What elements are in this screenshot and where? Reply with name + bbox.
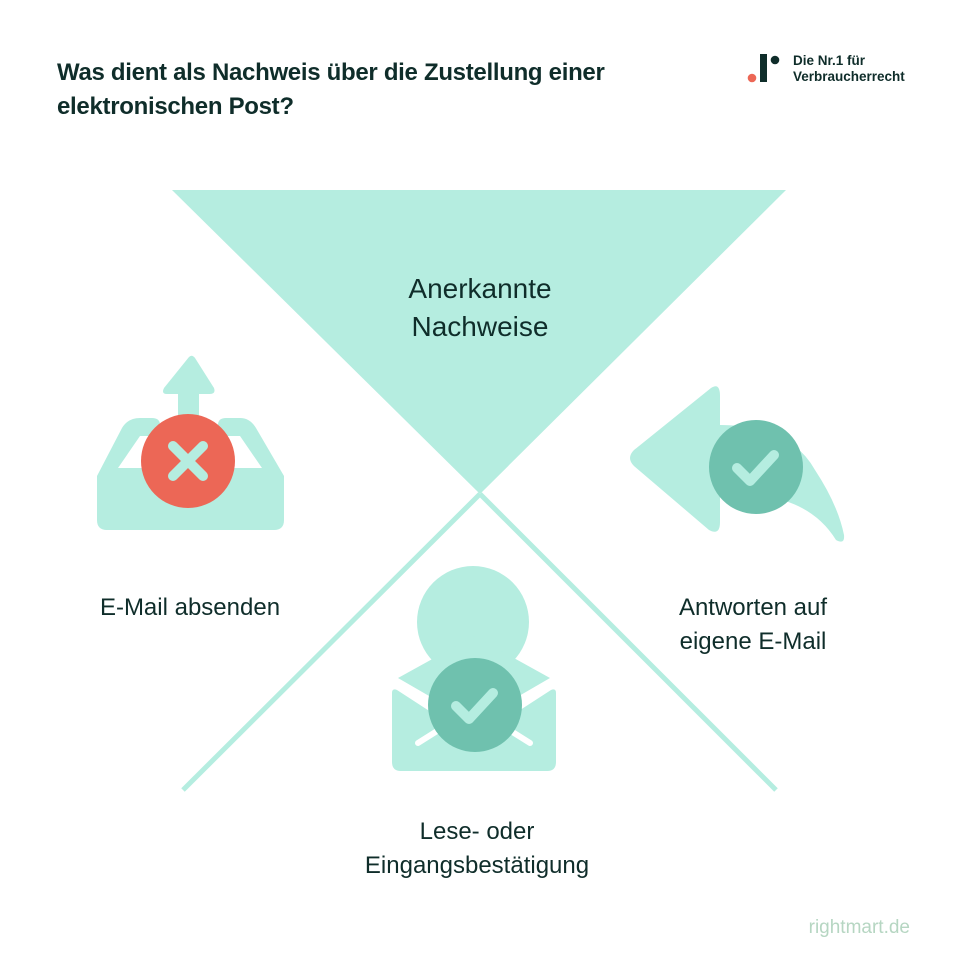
label-reply-own-email: Antworten auf eigene E-Mail	[628, 591, 878, 659]
brand-tagline: Die Nr.1 für Verbraucherrecht	[793, 53, 905, 85]
label-send-email: E-Mail absenden	[60, 591, 320, 625]
label-read-receipt: Lese- oder Eingangsbestätigung	[327, 815, 627, 883]
checkmark-icon	[428, 658, 522, 752]
center-label-line-2: Nachweise	[411, 311, 549, 342]
divider-line-left	[181, 492, 482, 792]
footer-website: rightmart.de	[808, 917, 910, 938]
center-label-line-1: Anerkannte	[408, 273, 552, 304]
accepted-evidence-triangle	[172, 190, 786, 494]
rightmart-logo-icon	[747, 54, 780, 83]
label-reply-line-2: eigene E-Mail	[679, 628, 827, 655]
label-read-receipt-line-2: Eingangsbestätigung	[364, 852, 590, 879]
label-read-receipt-line-1: Lese- oder	[419, 818, 535, 845]
divider-line-right	[478, 492, 778, 792]
label-send-email-line-1: E-Mail absenden	[99, 594, 281, 621]
brand-tagline-line-1: Die Nr.1 für	[793, 53, 866, 68]
brand-logo: Die Nr.1 für Verbraucherrecht	[745, 50, 925, 90]
checkmark-icon	[709, 420, 803, 514]
brand-tagline-line-2: Verbraucherrecht	[793, 69, 905, 84]
center-label: Anerkannte Nachweise	[330, 270, 630, 346]
label-reply-line-1: Antworten auf	[678, 594, 828, 621]
page-title-line-2: elektronischen Post?	[57, 93, 294, 120]
page-title-line-1: Was dient als Nachweis über die Zustellu…	[57, 59, 605, 86]
page-title: Was dient als Nachweis über die Zustellu…	[57, 56, 697, 124]
x-mark-icon	[141, 414, 235, 508]
